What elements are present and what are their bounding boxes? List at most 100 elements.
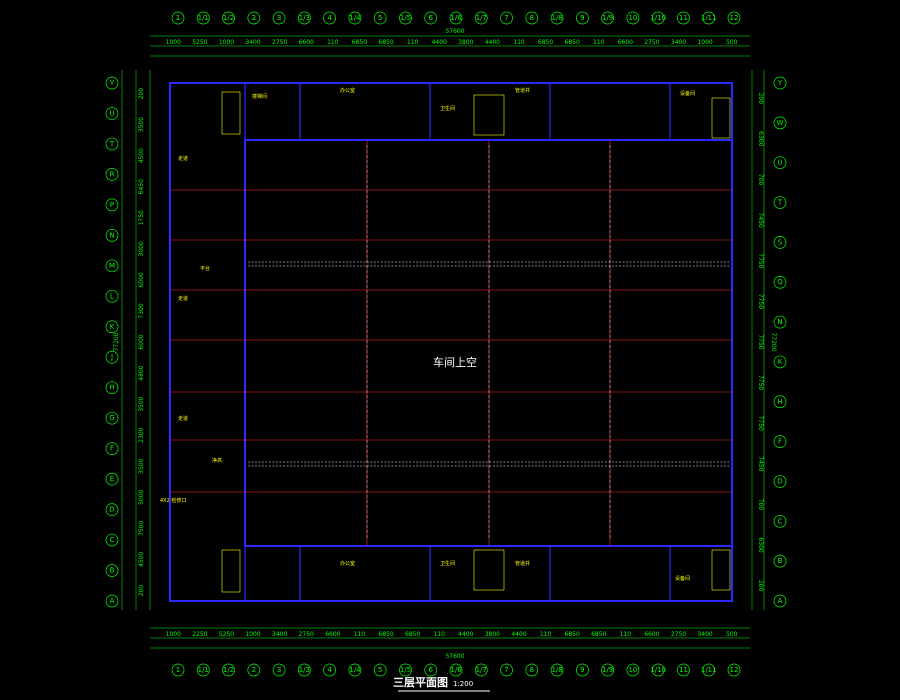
- axis-left-14-label: D: [109, 506, 114, 514]
- room-label-platform-w: 平台: [200, 265, 210, 272]
- left-dims-16: 200: [138, 585, 145, 597]
- axis-left-1-label: U: [109, 109, 114, 117]
- room-label-toilet-n: 卫生间: [440, 105, 455, 112]
- axis-bottom-0: 1: [171, 663, 185, 677]
- left-dims-10: 3500: [138, 396, 145, 411]
- left-dims-3: 6450: [138, 179, 145, 194]
- top-dims-17: 6600: [618, 39, 633, 46]
- room-label-office-s: 办公室: [340, 560, 355, 567]
- top-dims-11: 3800: [458, 39, 473, 46]
- bottom-dims-2: 5250: [219, 631, 234, 638]
- axis-bottom-13-label: 7: [504, 666, 508, 674]
- left-dims-9: 4800: [138, 365, 145, 380]
- room-label-corridor-w3: 走道: [178, 415, 188, 422]
- axis-bottom-3: 2: [247, 663, 261, 677]
- dim-total-bottom: 57600: [445, 653, 464, 660]
- axis-bottom-6: 4: [323, 663, 336, 677]
- right-dimension-texts: 2006300700745077507750775077507750745070…: [757, 93, 764, 592]
- room-label-shaft-n: 管道井: [515, 87, 530, 94]
- axis-top-18-label: 10: [628, 14, 637, 22]
- axis-right-9-label: F: [778, 438, 782, 446]
- top-dims-21: 500: [726, 39, 738, 46]
- room-label-stair-nw: 楼梯间: [252, 93, 267, 100]
- top-dims-13: 110: [513, 39, 525, 46]
- axis-right-2: U: [773, 156, 787, 170]
- axis-top-5: 1/3: [298, 11, 311, 25]
- axis-top-4-label: 3: [277, 14, 281, 22]
- right-dims-2: 700: [757, 174, 764, 186]
- axis-bottom-3-label: 2: [252, 666, 256, 674]
- room-label-shaft-s: 管道井: [515, 560, 530, 567]
- room-label-note-height: 净高: [212, 457, 222, 464]
- axis-right-10: D: [773, 475, 787, 488]
- top-dims-15: 6850: [565, 39, 580, 46]
- interior-gridlines: [170, 140, 732, 546]
- left-dims-13: 5000: [138, 489, 145, 504]
- axis-right-8-label: H: [777, 398, 782, 406]
- axis-bottom-2-label: 1/2: [223, 666, 234, 674]
- right-dims-0: 200: [757, 93, 764, 105]
- axis-top-8: 5: [373, 11, 387, 25]
- axis-left-17-label: A: [110, 597, 115, 605]
- axis-left-2-label: T: [109, 140, 115, 148]
- axis-top-7-label: 1/4: [349, 14, 361, 22]
- axis-top-9-label: 1/5: [400, 14, 411, 22]
- axis-left-5: N: [105, 229, 119, 242]
- axis-top-3-label: 2: [252, 14, 256, 22]
- axis-bottom-4-label: 3: [277, 666, 281, 674]
- axis-left-7-label: L: [110, 292, 114, 300]
- top-dims-4: 2750: [272, 39, 287, 46]
- right-dims-7: 7750: [757, 375, 764, 390]
- axis-top-20: 11: [677, 11, 690, 25]
- right-dims-3: 7450: [757, 213, 764, 228]
- axis-top-21: 1/11: [701, 11, 717, 25]
- axis-right-1: W: [773, 116, 787, 130]
- top-dims-7: 6850: [352, 39, 367, 46]
- axis-top-2: 1/2: [222, 11, 235, 25]
- axis-top-13-label: 7: [504, 14, 508, 22]
- room-label-note-hatch: 4X2 检修口: [160, 497, 186, 504]
- axis-left-17: A: [105, 594, 119, 608]
- axis-top-19-label: 1/10: [650, 14, 666, 22]
- axis-left-12-label: F: [110, 445, 114, 453]
- axis-bottom-14-label: 8: [530, 666, 534, 674]
- axis-top-16: 9: [576, 11, 589, 25]
- axis-top-1: 1/1: [196, 11, 210, 25]
- top-dims-12: 4400: [485, 39, 500, 46]
- axis-top-19: 1/10: [650, 11, 666, 25]
- axis-bottom-11: 1/6: [449, 663, 463, 677]
- bottom-dims-18: 6600: [644, 631, 659, 638]
- stairs: [221, 91, 731, 593]
- left-dims-6: 6000: [138, 272, 145, 287]
- bottom-dims-20: 3400: [697, 631, 712, 638]
- axis-right-8: H: [773, 395, 787, 409]
- left-dims-0: 200: [138, 88, 145, 100]
- axis-top-12: 1/7: [474, 11, 488, 25]
- axis-top-13: 7: [500, 11, 513, 25]
- axis-bottom-5: 1/3: [298, 663, 311, 677]
- left-dims-5: 3000: [138, 241, 145, 256]
- axis-left-3: R: [105, 168, 119, 181]
- axis-left-5-label: N: [109, 231, 114, 239]
- axis-right-4-label: S: [778, 238, 783, 246]
- axis-right-0: Y: [773, 76, 787, 90]
- axis-bottom-8: 5: [373, 663, 387, 677]
- bottom-dims-16: 6850: [591, 631, 606, 638]
- axis-bottom-5-label: 1/3: [299, 666, 310, 674]
- axis-top-17: 1/9: [601, 11, 614, 25]
- axis-bottom-1: 1/1: [196, 663, 210, 677]
- axis-left-3-label: R: [110, 170, 115, 178]
- axis-right-12-label: B: [778, 557, 783, 565]
- axis-top-7: 1/4: [348, 11, 362, 25]
- top-dims-8: 6850: [378, 39, 393, 46]
- top-dims-5: 6600: [299, 39, 314, 46]
- axis-bottom-7: 1/4: [348, 663, 362, 677]
- bottom-dims-11: 4400: [458, 631, 473, 638]
- left-dimension-texts: 2003500450064501750300060007300600048003…: [138, 88, 145, 597]
- top-dims-16: 110: [593, 39, 605, 46]
- axis-left-6-label: M: [109, 262, 115, 270]
- axis-bottom-18: 10: [626, 663, 640, 677]
- right-dims-11: 6300: [757, 537, 764, 552]
